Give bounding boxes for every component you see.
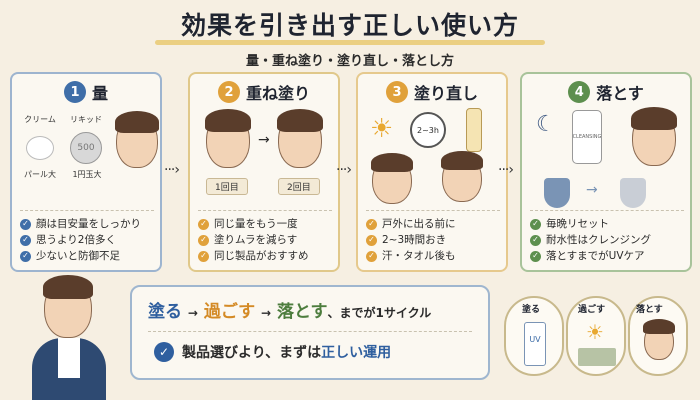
sun-icon: ☀	[586, 320, 604, 344]
step-number: 4	[568, 81, 591, 103]
step-title: 落とす	[596, 84, 644, 103]
mini-apply-label: 塗る	[522, 305, 541, 315]
moon-icon: ☾	[536, 112, 556, 137]
reapply-bullets: ✓戸外に出る前に ✓2~3時間おき ✓汗・タオル後も	[366, 210, 500, 264]
city-icon	[578, 348, 616, 366]
cycle-line: 塗る → 過ごす → 落とす、までが1サイクル	[148, 302, 432, 322]
man-washing-icon	[631, 107, 677, 166]
bullet-item: ✓顔は目安量をしっかり	[20, 216, 154, 232]
bullet-item: ✓思うより2倍多く	[20, 232, 154, 248]
card-header: 4 落とす	[522, 80, 690, 104]
check-icon: ✓	[366, 250, 377, 262]
bullet-item: ✓耐水性はクレンジング	[530, 232, 684, 248]
check-icon: ✓	[530, 218, 541, 230]
shield-rain-icon	[544, 178, 570, 208]
dotted-arrow-icon: ···›	[336, 162, 352, 178]
coin-text: 500	[77, 143, 95, 153]
bullet-item: ✓落とすまでがUVケア	[530, 248, 684, 264]
man-face-icon	[115, 111, 159, 168]
step-card-amount: 1 量 クリーム リキッド 500 パール大 1円玉大 ✓顔は目安量をしっかり …	[10, 72, 162, 272]
presenter-man-icon	[24, 272, 114, 400]
uv-tube-icon: UV	[524, 322, 546, 366]
first-coat-label: 1回目	[206, 178, 248, 195]
step-number: 3	[385, 81, 408, 103]
bullet-item: ✓戸外に出る前に	[366, 216, 500, 232]
cleansing-bottle-icon: CLEANSING	[572, 110, 602, 164]
cream-label: クリーム	[24, 115, 56, 124]
bullet-item: ✓同じ製品がおすすめ	[198, 248, 332, 264]
card-header: 3 塗り直し	[358, 80, 506, 104]
check-icon: ✓	[20, 218, 31, 230]
bullet-item: ✓塗りムラを減らす	[198, 232, 332, 248]
layering-bullets: ✓同じ量をもう一度 ✓塗りムラを減らす ✓同じ製品がおすすめ	[198, 210, 332, 264]
remove-bullets: ✓毎晩リセット ✓耐水性はクレンジング ✓落とすまでがUVケア	[530, 210, 684, 264]
check-icon: ✓	[530, 234, 541, 246]
liquid-label: リキッド	[70, 115, 102, 124]
pearl-size-label: パール大	[24, 170, 56, 179]
sun-icon: ☀	[370, 114, 394, 144]
check-icon: ✓	[198, 234, 209, 246]
card-header: 2 重ね塗り	[190, 80, 338, 104]
check-icon: ✓	[366, 234, 377, 246]
pearl-drop-icon	[26, 136, 54, 160]
check-icon: ✓	[198, 218, 209, 230]
page-title: 効果を引き出す正しい使い方	[180, 11, 519, 40]
page-subtitle: 量・重ね塗り・塗り直し・落とし方	[245, 54, 454, 69]
second-coat-label: 2回目	[278, 178, 320, 195]
step-title: 量	[91, 84, 108, 103]
summary-box: 塗る → 過ごす → 落とす、までが1サイクル ✓ 製品選びより、まずは正しい運…	[130, 285, 490, 380]
check-icon: ✓	[20, 234, 31, 246]
mini-spend-circle: ☀	[566, 296, 626, 376]
spray-bottle-icon	[466, 108, 482, 152]
card-header: 1 量	[12, 80, 160, 104]
step-card-remove: 4 落とす ☾ CLEANSING → ✓毎晩リセット ✓耐水性はクレンジング …	[520, 72, 692, 272]
check-icon: ✓	[154, 342, 174, 362]
mini-remove-circle	[628, 296, 688, 376]
bullet-item: ✓同じ量をもう一度	[198, 216, 332, 232]
mini-apply-circle: UV	[504, 296, 564, 376]
man-washing-icon	[643, 319, 675, 360]
amount-bullets: ✓顔は目安量をしっかり ✓思うより2倍多く ✓少ないと防御不足	[20, 210, 154, 264]
man-towel-icon	[441, 151, 483, 202]
mini-spend-label: 過ごす	[578, 305, 606, 315]
key-message: ✓ 製品選びより、まずは正しい運用	[154, 342, 391, 362]
step-number: 1	[63, 81, 86, 103]
step-card-layering: 2 重ね塗り → 1回目 2回目 ✓同じ量をもう一度 ✓塗りムラを減らす ✓同じ…	[188, 72, 340, 272]
step-card-reapply: 3 塗り直し ☀ 2~3h ✓戸外に出る前に ✓2~3時間おき ✓汗・タオル後も	[356, 72, 508, 272]
check-icon: ✓	[20, 250, 31, 262]
coin-size-label: 1円玉大	[72, 170, 102, 179]
dotted-arrow-icon: ···›	[164, 162, 180, 178]
step-number: 2	[217, 81, 240, 103]
divider	[148, 331, 472, 332]
bullet-item: ✓少ないと防御不足	[20, 248, 154, 264]
bullet-item: ✓毎晩リセット	[530, 216, 684, 232]
clock-icon: 2~3h	[410, 112, 446, 148]
bullet-item: ✓2~3時間おき	[366, 232, 500, 248]
shield-clean-icon	[620, 178, 646, 208]
coin-icon: 500	[70, 132, 102, 164]
step-title: 重ね塗り	[245, 84, 310, 103]
bullet-item: ✓汗・タオル後も	[366, 248, 500, 264]
clock-text: 2~3h	[417, 125, 439, 135]
check-icon: ✓	[198, 250, 209, 262]
title-underline	[155, 40, 545, 45]
check-icon: ✓	[530, 250, 541, 262]
man-cap-icon	[371, 153, 413, 204]
step-title: 塗り直し	[413, 84, 478, 103]
mini-remove-label: 落とす	[636, 305, 663, 315]
man-face-icon	[277, 109, 323, 168]
man-face-icon	[205, 109, 251, 168]
dotted-arrow-icon: ···›	[498, 162, 514, 178]
bottle-label: CLEANSING	[572, 134, 602, 140]
arrow-right-icon: →	[258, 132, 270, 148]
arrow-right-icon: →	[586, 182, 598, 198]
check-icon: ✓	[366, 218, 377, 230]
